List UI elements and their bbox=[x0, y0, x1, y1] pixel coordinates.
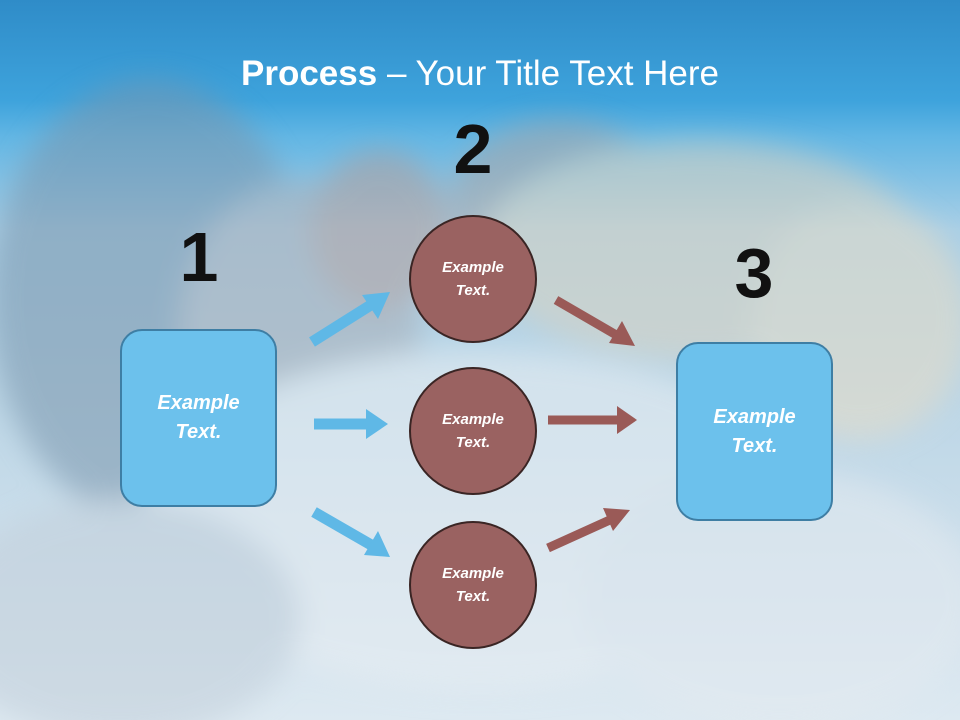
end-box-line2: Text. bbox=[731, 434, 778, 457]
end-box-line1: Example bbox=[713, 405, 796, 428]
step-number-3: 3 bbox=[734, 234, 774, 312]
brown-arrow-down bbox=[553, 296, 635, 346]
step-number-1: 1 bbox=[179, 218, 219, 296]
start-box-line1: Example bbox=[157, 392, 240, 414]
end-box: Example Text. bbox=[676, 342, 833, 521]
blue-arrow-right bbox=[314, 409, 388, 439]
slide-title: Process – Your Title Text Here bbox=[0, 54, 960, 94]
process-circle-middle: Example Text. bbox=[409, 367, 537, 495]
circle-bottom-line2: Text. bbox=[455, 588, 491, 605]
circle-middle-line1: Example bbox=[442, 411, 504, 428]
process-circle-top: Example Text. bbox=[409, 215, 537, 343]
process-circle-bottom: Example Text. bbox=[409, 521, 537, 649]
brown-arrow-up bbox=[546, 508, 630, 553]
title-bold: Process bbox=[241, 54, 378, 93]
start-box-line2: Text. bbox=[175, 421, 222, 443]
blue-arrow-up bbox=[309, 292, 390, 347]
start-box: Example Text. bbox=[120, 329, 277, 507]
step-number-2: 2 bbox=[453, 110, 493, 188]
circle-bottom-line1: Example bbox=[442, 565, 504, 582]
blue-arrow-down bbox=[311, 507, 390, 557]
circle-top-line2: Text. bbox=[455, 282, 491, 299]
circle-middle-line2: Text. bbox=[455, 434, 491, 451]
title-rest: – Your Title Text Here bbox=[377, 54, 719, 93]
circle-top-line1: Example bbox=[442, 259, 504, 276]
brown-arrow-right bbox=[548, 406, 637, 434]
